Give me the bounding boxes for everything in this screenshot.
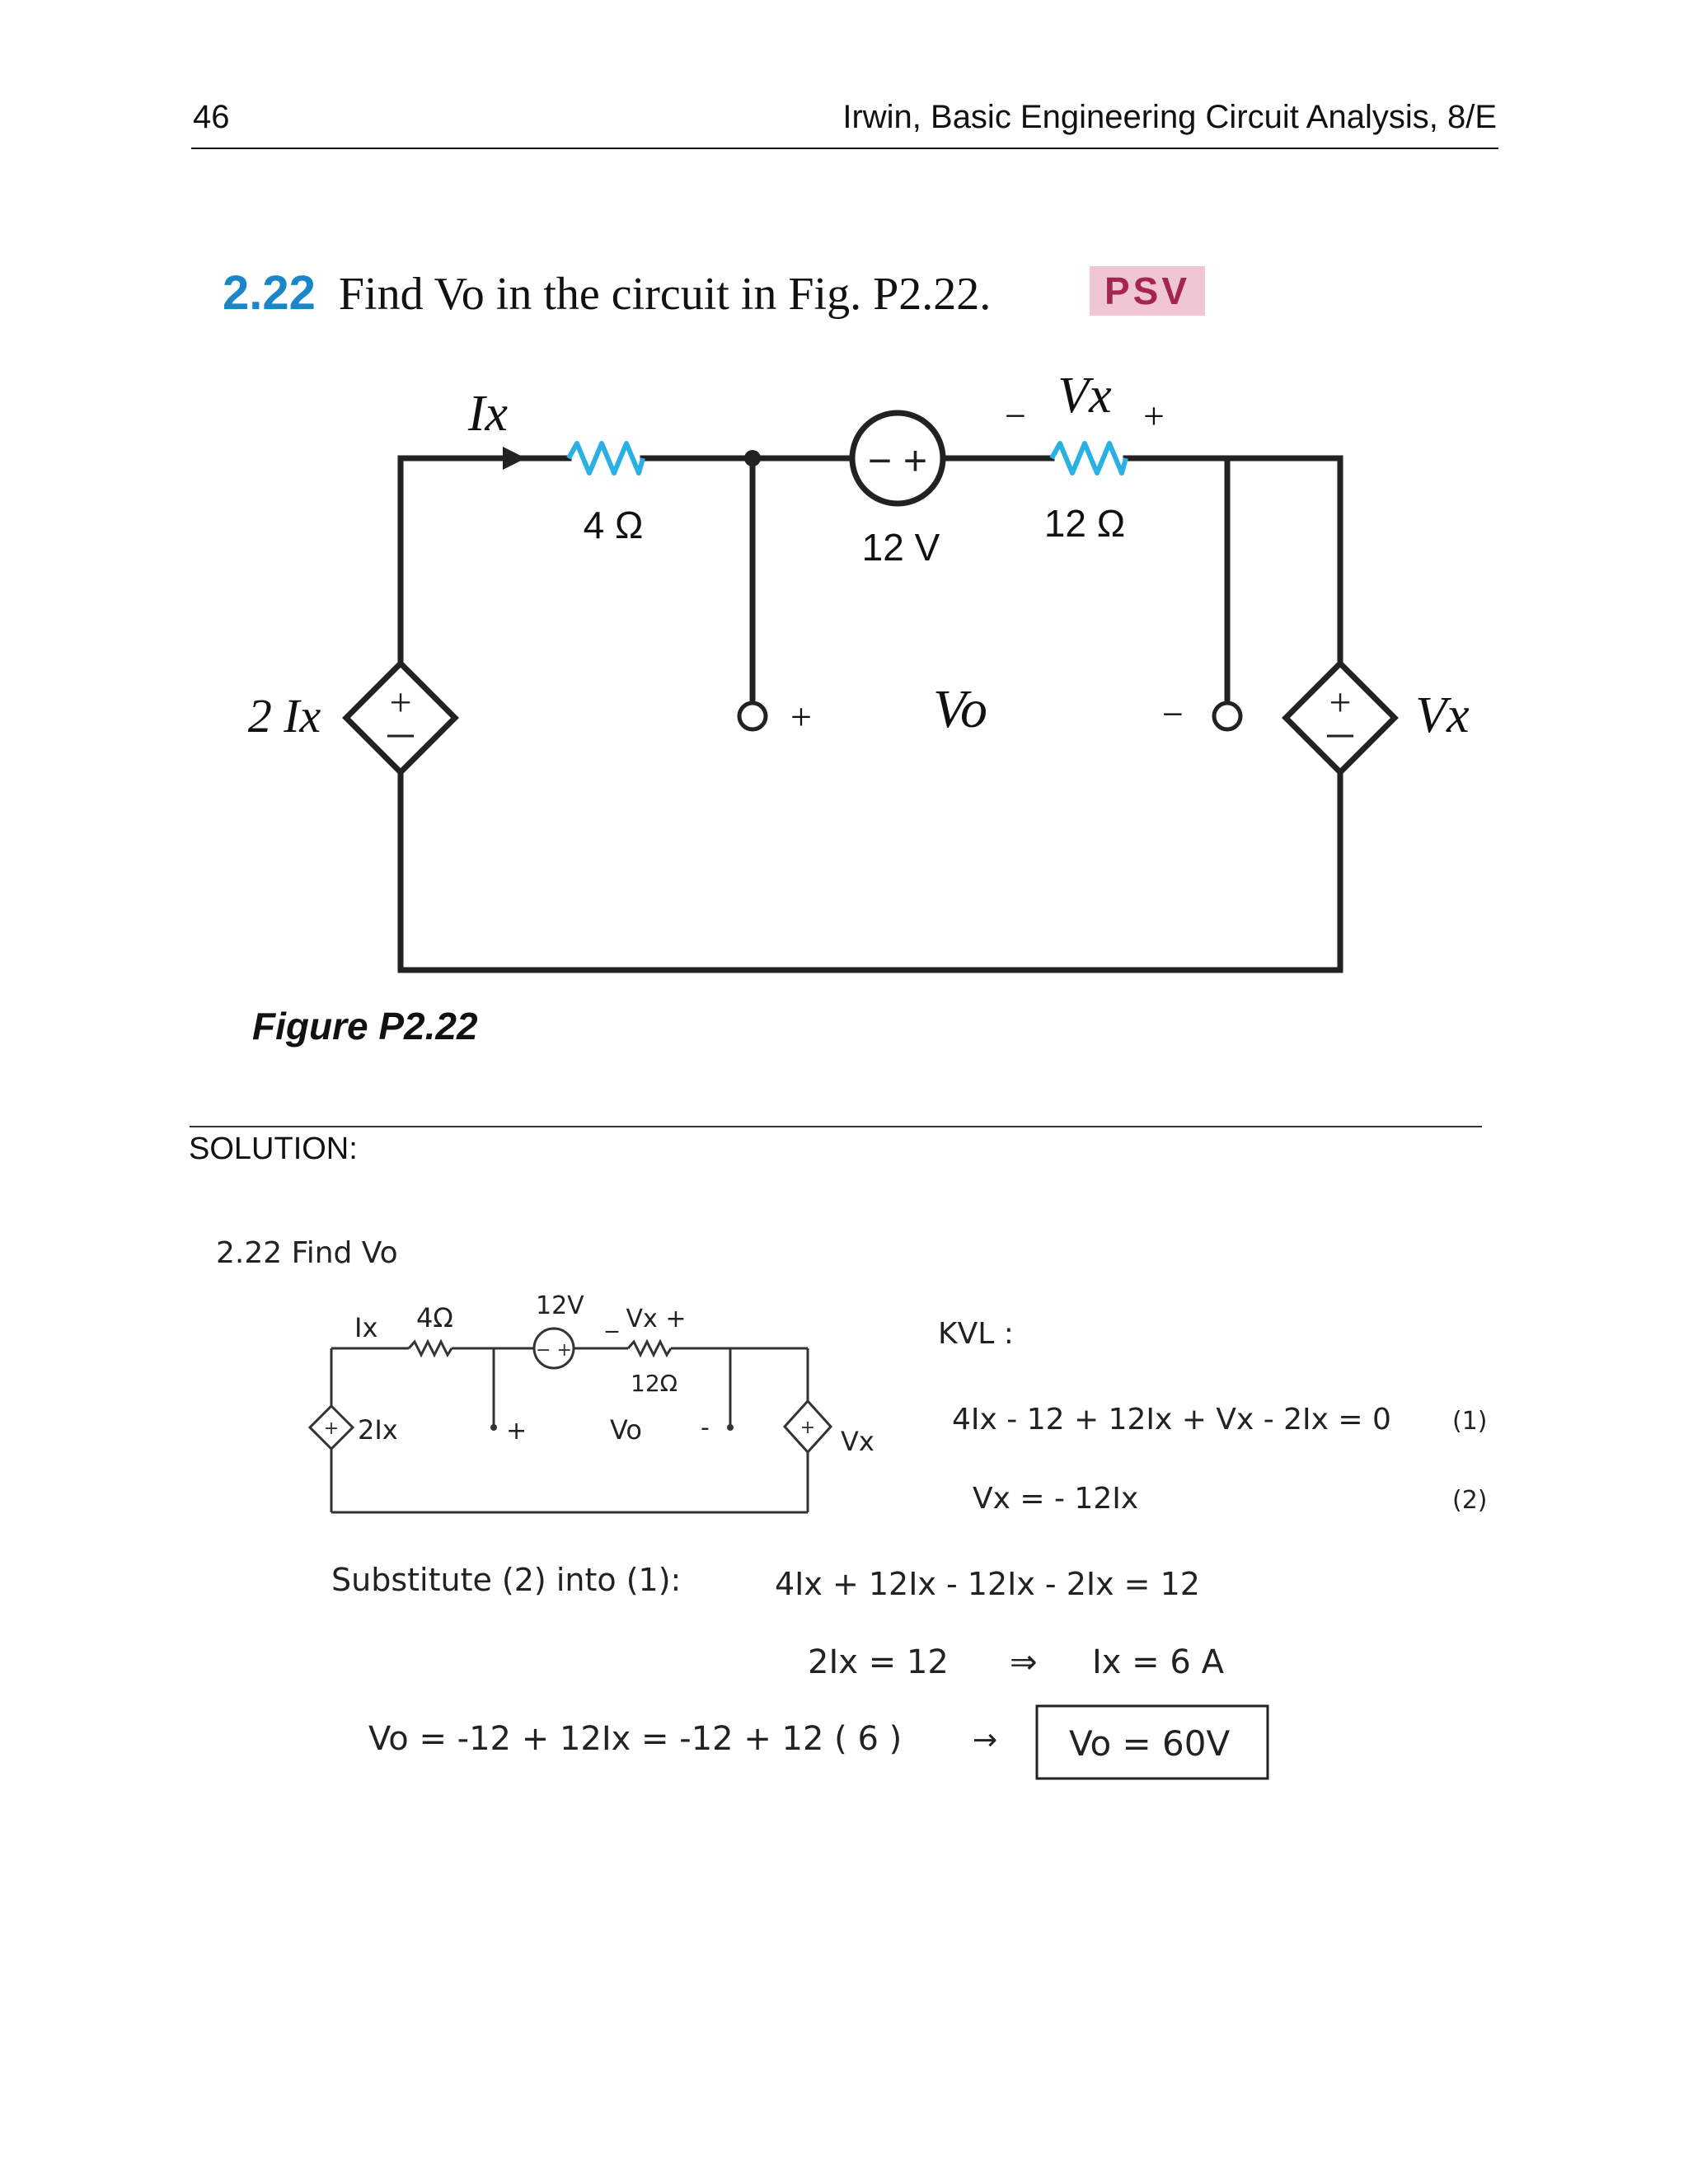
equation-2: Vx = - 12Ix bbox=[973, 1482, 1138, 1516]
label-vx-minus: − bbox=[1005, 395, 1026, 437]
label-2ix: 2 Ix bbox=[248, 689, 321, 743]
problem-number: 2.22 bbox=[223, 266, 316, 320]
label-vo-minus: − bbox=[1162, 693, 1184, 735]
problem-text: Find Vo in the circuit in Fig. P2.22. bbox=[338, 269, 992, 320]
resistor-4-ohm bbox=[566, 441, 645, 476]
junction-node bbox=[744, 450, 761, 466]
equation-1: 4Ix - 12 + 12Ix + Vx - 2Ix = 0 bbox=[952, 1403, 1391, 1436]
problem-statement: 2.22 Find Vo in the circuit in Fig. P2.22… bbox=[223, 265, 991, 321]
sketch-12-ohm: 12Ω bbox=[631, 1370, 678, 1397]
sketch-terminal-plus bbox=[490, 1424, 497, 1431]
label-12-ohm: 12 Ω bbox=[1044, 502, 1125, 545]
resistor-12-ohm bbox=[1049, 441, 1128, 476]
label-vo-plus: + bbox=[790, 696, 812, 738]
terminal-plus bbox=[737, 701, 768, 732]
sketch-vx-right: Vx bbox=[841, 1426, 874, 1457]
vo-equation: Vo = -12 + 12Ix = -12 + 12 ( 6 ) bbox=[368, 1720, 902, 1758]
circuit-figure: − + + + Ix 4 Ω 12 V − Vx + 12 Ω 2 Ix Vx … bbox=[248, 368, 1470, 973]
psv-badge: PSV bbox=[1090, 266, 1205, 316]
answer-box bbox=[1035, 1704, 1269, 1780]
sketch-4-ohm: 4Ω bbox=[416, 1302, 453, 1333]
answer: Vo = 60V bbox=[1069, 1723, 1231, 1764]
dependent-source-left bbox=[342, 659, 459, 776]
substitute-text: Substitute (2) into (1): bbox=[331, 1562, 681, 1598]
equation-2-tag: (2) bbox=[1452, 1486, 1488, 1515]
sketch-terminal-minus bbox=[727, 1424, 734, 1431]
sketch-diamond-right-sign: + bbox=[800, 1418, 815, 1438]
dependent-right-plus: + bbox=[1329, 681, 1351, 724]
solution-rule bbox=[190, 1126, 1482, 1127]
kvl-label: KVL : bbox=[938, 1317, 1014, 1351]
label-vx-plus: + bbox=[1143, 395, 1165, 437]
sketch-2ix: 2Ix bbox=[358, 1414, 398, 1446]
solution-label: SOLUTION: bbox=[189, 1132, 358, 1166]
label-vx-right: Vx bbox=[1415, 687, 1470, 743]
sketch-diamond-left-sign: + bbox=[324, 1418, 339, 1439]
current-arrow-icon bbox=[503, 447, 526, 470]
sketch-minus: - bbox=[701, 1413, 710, 1442]
label-ix: Ix bbox=[467, 386, 509, 442]
figure-caption: Figure P2.22 bbox=[252, 1005, 478, 1047]
sketch-source-sign: − + bbox=[536, 1340, 572, 1361]
running-head: Irwin, Basic Engineering Circuit Analysi… bbox=[842, 99, 1497, 135]
equation-1-tag: (1) bbox=[1452, 1407, 1488, 1436]
sketch-12v: 12V bbox=[536, 1291, 584, 1320]
step-ix-equals-6a: Ix = 6 A bbox=[1092, 1643, 1225, 1681]
sketch-plus: + bbox=[506, 1417, 527, 1446]
page-number: 46 bbox=[193, 99, 230, 135]
label-vo: Vo bbox=[933, 679, 987, 739]
label-12-v: 12 V bbox=[862, 526, 940, 569]
substitute-equation: 4Ix + 12Ix - 12Ix - 2Ix = 12 bbox=[775, 1566, 1200, 1602]
sketch-vx-top: _ Vx + bbox=[605, 1305, 687, 1333]
sketch-circuit bbox=[307, 1327, 833, 1514]
source-polarity: − + bbox=[868, 438, 927, 484]
header-rule bbox=[191, 148, 1498, 149]
result-arrow-icon: → bbox=[973, 1723, 997, 1757]
solution-heading: 2.22 Find Vo bbox=[216, 1236, 398, 1270]
sketch-ix: Ix bbox=[354, 1312, 377, 1343]
dependent-left-plus: + bbox=[389, 681, 411, 724]
dependent-source-right bbox=[1282, 659, 1399, 776]
label-vx-top: Vx bbox=[1057, 368, 1112, 424]
step-2ix-equals-12: 2Ix = 12 bbox=[808, 1643, 949, 1681]
voltage-source-12v bbox=[849, 410, 946, 507]
implies-arrow-icon: ⇒ bbox=[1010, 1643, 1038, 1681]
sketch-vo: Vo bbox=[610, 1414, 642, 1446]
terminal-minus bbox=[1212, 701, 1243, 732]
label-4-ohm: 4 Ω bbox=[584, 504, 644, 546]
